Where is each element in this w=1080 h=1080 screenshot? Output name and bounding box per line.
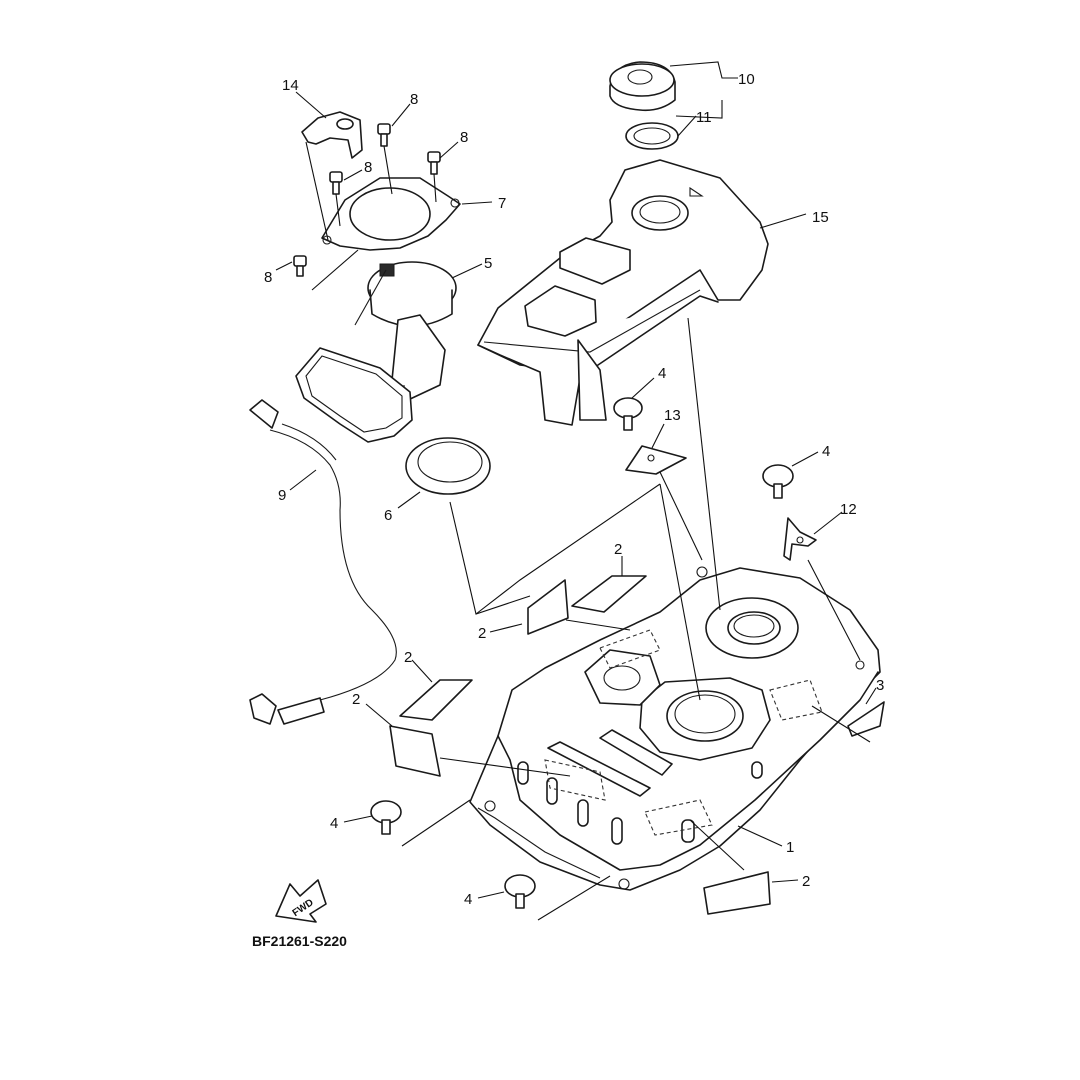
flange-bolt [370,800,402,835]
callout-12: 12 [840,501,857,518]
warning-label [571,575,647,613]
callout-8: 8 [460,129,468,146]
callout-1: 1 [786,839,794,856]
pump-gasket [405,437,491,495]
leader-lines [275,61,877,921]
fuel-hose [249,399,397,725]
warning-label [847,701,885,737]
fuel-tank [469,566,881,891]
callout-13: 13 [664,407,681,424]
callout-2: 2 [404,649,412,666]
fwd-arrow: FWD [275,879,327,923]
callout-4: 4 [658,365,666,382]
callout-2: 2 [352,691,360,708]
fuel-cap [609,61,676,112]
callout-4: 4 [464,891,472,908]
warning-label [399,679,473,721]
tank-cover [477,159,769,426]
warning-label [527,579,569,635]
flange-bolt [762,464,794,499]
callout-8: 8 [264,269,272,286]
bracket-12 [783,517,817,561]
fuel-cap-gasket [625,122,679,150]
callout-2: 2 [478,625,486,642]
callout-3: 3 [876,677,884,694]
callout-4: 4 [822,443,830,460]
diagram-code: BF21261-S220 [252,933,347,949]
callout-10: 10 [738,71,755,88]
callout-14: 14 [282,77,299,94]
callout-7: 7 [498,195,506,212]
pump-plate [321,177,461,251]
warning-label [389,725,441,777]
bolt [377,123,391,147]
callout-4: 4 [330,815,338,832]
callout-15: 15 [812,209,829,226]
callout-5: 5 [484,255,492,272]
callout-11: 11 [696,109,712,126]
flange-bolt [504,874,536,909]
callout-2: 2 [614,541,622,558]
warning-label [703,871,771,915]
bracket [301,111,363,159]
fuel-pump [354,261,457,418]
callout-6: 6 [384,507,392,524]
bolt [427,151,441,175]
callout-2: 2 [802,873,810,890]
callout-8: 8 [410,91,418,108]
bolt [329,171,343,195]
flange-bolt [613,397,643,431]
callout-8: 8 [364,159,372,176]
bolt [293,255,307,277]
bracket-13 [625,445,687,475]
protector-plate [295,347,413,443]
callout-9: 9 [278,487,286,504]
